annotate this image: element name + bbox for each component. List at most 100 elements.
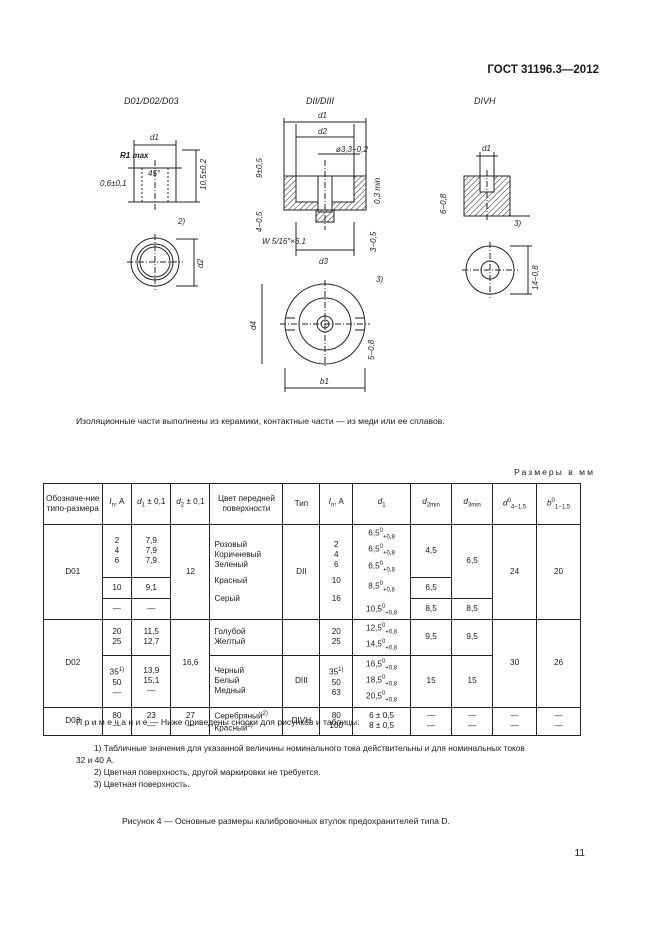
mid-drawing-title: DII/DIII <box>306 96 335 106</box>
cell-d01-b1: 20 <box>536 524 581 620</box>
cell-d02-d2min-a: 9,5 <box>410 618 453 656</box>
label-03: 0,3 min <box>373 177 382 204</box>
left-top-view <box>127 234 198 290</box>
th-d1: d1 ± 0,1 <box>131 483 172 525</box>
th-d2min: d2min <box>410 483 453 525</box>
left-drawing-title: D01/D02/D03 <box>124 96 179 106</box>
cell-d01-d3min-c: 8,5 <box>451 597 494 620</box>
units-label: Размеры в мм <box>514 467 595 477</box>
figure-caption: Рисунок 4 — Основные размеры калибровочн… <box>122 816 450 826</box>
cell-d03-type: DIVH <box>282 706 321 737</box>
label-105: 10,5±0,2 <box>199 158 208 190</box>
cell-d02-b1: 26 <box>536 618 581 708</box>
cell-d03-name: D03 <box>43 706 103 737</box>
label-5: 5−0,8 <box>367 339 376 360</box>
cell-d01-d2min-c: 8,5 <box>410 597 453 620</box>
cell-d03-d3min: —— <box>451 706 494 737</box>
cell-d02-in-b: 351) 50— <box>101 654 133 708</box>
cell-d03-d1: 23— <box>131 706 172 737</box>
label-14: 14−0,8 <box>531 265 540 290</box>
cell-d01-in-c: — <box>101 597 133 620</box>
label-r1max: R1 max <box>120 151 149 160</box>
label-d1-right: d1 <box>482 144 491 153</box>
label-6: 6−0,8 <box>439 193 448 214</box>
label-mark2-left: 2) <box>177 217 185 226</box>
caption-materials: Изоляционные части выполнены из керамики… <box>76 416 445 426</box>
note-text: П р и м е ч а н и е — Ниже приведены сно… <box>76 717 360 727</box>
label-d1-mid: d1 <box>318 111 327 120</box>
table-row-d01-c: — — 8,5 8,5 <box>44 597 581 620</box>
right-drawing-title: DIVH <box>474 96 496 106</box>
cell-d02-d2: 16,6 <box>170 618 211 708</box>
dimensions-table: Обозначе-ние типо-размера In, A d1 ± 0,1… <box>43 483 581 737</box>
cell-d02-d2min-b: 15 <box>410 654 453 708</box>
cell-d01-type: DII <box>282 524 321 620</box>
th-d1b: d1 <box>352 483 412 525</box>
label-d3: d3 <box>319 257 328 266</box>
cell-d01-d3min-a: 6,5 <box>451 524 494 599</box>
cell-d01-d4: 24 <box>492 524 538 620</box>
cell-d03-d2min: —— <box>410 706 453 737</box>
cell-d03-d4: —— <box>492 706 538 737</box>
th-color: Цвет передней поверхности <box>209 483 284 525</box>
cell-d01-d2min-b: 6,5 <box>410 577 453 599</box>
cell-d02-d1b-b: 16,50+0,8 18,50+0,8 20,50+0,8 <box>352 654 412 708</box>
label-mark3-mid: 3) <box>376 275 383 284</box>
table-row-d03: D03 80— 23— 27— Серебряный2) Красный3) D… <box>43 706 581 737</box>
footnote-1-cont: 32 и 40 А. <box>76 755 115 765</box>
label-w516: W 5/16″×6,1 <box>262 237 306 246</box>
label-33: ø3,3−0,2 <box>336 145 368 154</box>
label-b1: b1 <box>320 377 329 386</box>
th-type: Тип <box>282 483 321 525</box>
th-designation: Обозначе-ние типо-размера <box>43 483 103 525</box>
page-number: 11 <box>574 848 585 859</box>
table-header-row: Обозначе-ние типо-размера In, A d1 ± 0,1… <box>43 483 581 525</box>
cell-d01-d1b: 6,50+0,8 6,50+0,8 6,50+0,8 8,50+0,8 10,5… <box>352 524 412 620</box>
footnote-2: 2) Цветная поверхность, другой маркировк… <box>94 767 321 777</box>
th-d3min: d3min <box>451 483 494 525</box>
label-d4: d4 <box>249 321 258 330</box>
cell-d01-in-b: 10 <box>101 577 133 599</box>
th-b1: b01−1,5 <box>536 483 581 525</box>
cell-d01-name: D01 <box>43 524 103 620</box>
cell-d02-d3min-b: 15 <box>451 654 494 708</box>
label-9: 9±0,5 <box>255 157 264 178</box>
mid-side-view <box>283 118 367 256</box>
label-45b: 4−0,5 <box>255 211 264 232</box>
label-d2-left: d2 <box>196 259 205 268</box>
th-in2: In, A <box>319 483 354 525</box>
footnote-1: 1) Табличные значения для указанной вели… <box>94 743 525 753</box>
cell-d01-d1-b: 9,1 <box>131 577 172 599</box>
cell-d03-b1: —— <box>536 706 581 737</box>
th-d2: d2 ± 0,1 <box>170 483 211 525</box>
cell-d01-d2min-a: 4,5 <box>410 523 453 579</box>
cell-d02-type-b: DIII <box>282 654 321 708</box>
label-d2-mid: d2 <box>318 127 327 136</box>
technical-drawings: D01/D02/D03 DII/DIII DIVH d1 R1 max 0,6±… <box>100 96 540 392</box>
right-top-view <box>462 242 532 298</box>
cell-d02-d3min-a: 9,5 <box>451 618 494 656</box>
mid-top-view <box>261 280 370 392</box>
th-in: In, A <box>101 483 133 525</box>
cell-d01-d1-c: — <box>131 597 172 620</box>
label-45: 45° <box>148 169 161 178</box>
cell-d02-type-a <box>282 618 321 656</box>
document-header: ГОСТ 31196.3—2012 <box>487 64 599 76</box>
label-06: 0,6±0,1 <box>100 179 127 188</box>
cell-d02-d1b-a: 12,50+0,8 14,50+0,8 <box>352 618 412 656</box>
label-d1-left: d1 <box>150 133 159 142</box>
cell-d03-color: Серебряный2) Красный3) <box>209 706 284 737</box>
th-d4: d04−1,5 <box>492 483 538 525</box>
